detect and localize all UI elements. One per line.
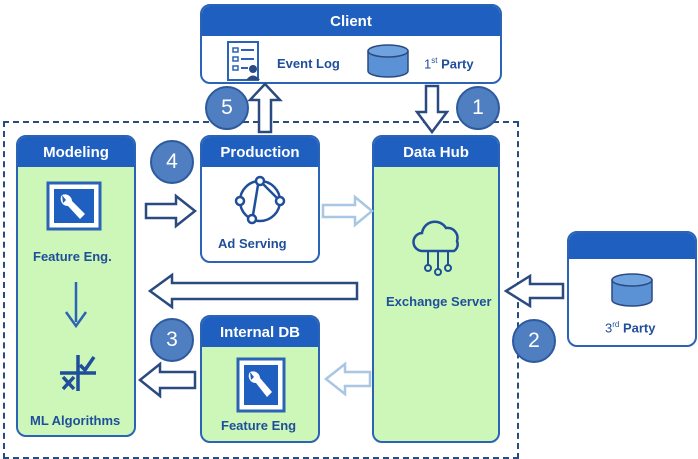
ml-algorithms-label: ML Algorithms (30, 413, 121, 428)
internal-db-header: Internal DB (202, 317, 318, 347)
first-party-sup: st (431, 56, 438, 65)
arrow-datahub-to-modeling (147, 272, 359, 310)
feature-eng-tool-icon (46, 181, 102, 236)
event-log-icon (226, 40, 262, 82)
arrow-thirdparty-to-datahub (503, 273, 565, 309)
internal-db-feature-eng-label: Feature Eng (221, 418, 297, 433)
third-party-label: 3rd Party (605, 320, 656, 335)
modeling-feature-eng-label: Feature Eng. (33, 249, 112, 264)
cloud-server-icon (411, 217, 465, 284)
arrow-client-to-datahub (414, 84, 450, 135)
ml-algorithms-icon (58, 353, 98, 398)
ad-serving-network-icon (232, 175, 288, 232)
first-party-prefix: 1 (424, 56, 432, 72)
internal-feature-eng-tool-icon (236, 357, 286, 418)
data-hub-box: Data Hub Exchange Server (372, 135, 500, 443)
step-2-badge: 2 (512, 319, 556, 363)
third-party-box: 3rd Party (567, 231, 697, 347)
third-party-suffix: Party (619, 320, 656, 336)
arrow-production-to-datahub (321, 194, 374, 228)
step-3-badge: 3 (150, 318, 194, 362)
third-party-header (569, 233, 695, 259)
third-party-prefix: 3 (605, 320, 613, 336)
client-box: Client Event Log 1st Party (200, 4, 502, 84)
third-party-db-icon (610, 273, 654, 312)
exchange-server-label: Exchange Server (386, 294, 492, 309)
client-header: Client (202, 6, 500, 36)
first-party-suffix: Party (437, 56, 474, 72)
third-party-sup: rd (612, 320, 620, 329)
arrow-production-to-client (247, 82, 283, 134)
step-5-badge: 5 (205, 86, 249, 130)
arrow-modeling-to-production (144, 193, 198, 229)
modeling-header: Modeling (18, 137, 134, 167)
data-hub-header: Data Hub (374, 137, 498, 167)
arrow-feature-to-ml (64, 282, 88, 329)
arrow-datahub-to-internaldb (323, 361, 372, 397)
arrow-internaldb-to-modeling (137, 361, 197, 399)
production-header: Production (202, 137, 318, 167)
event-log-label: Event Log (277, 56, 340, 71)
step-4-badge: 4 (150, 140, 194, 184)
first-party-db-icon (366, 44, 410, 82)
step-1-badge: 1 (456, 86, 500, 130)
ad-serving-label: Ad Serving (218, 236, 287, 251)
production-box: Production Ad Serving (200, 135, 320, 263)
internal-db-box: Internal DB Feature Eng (200, 315, 320, 443)
first-party-label: 1st Party (424, 56, 474, 71)
